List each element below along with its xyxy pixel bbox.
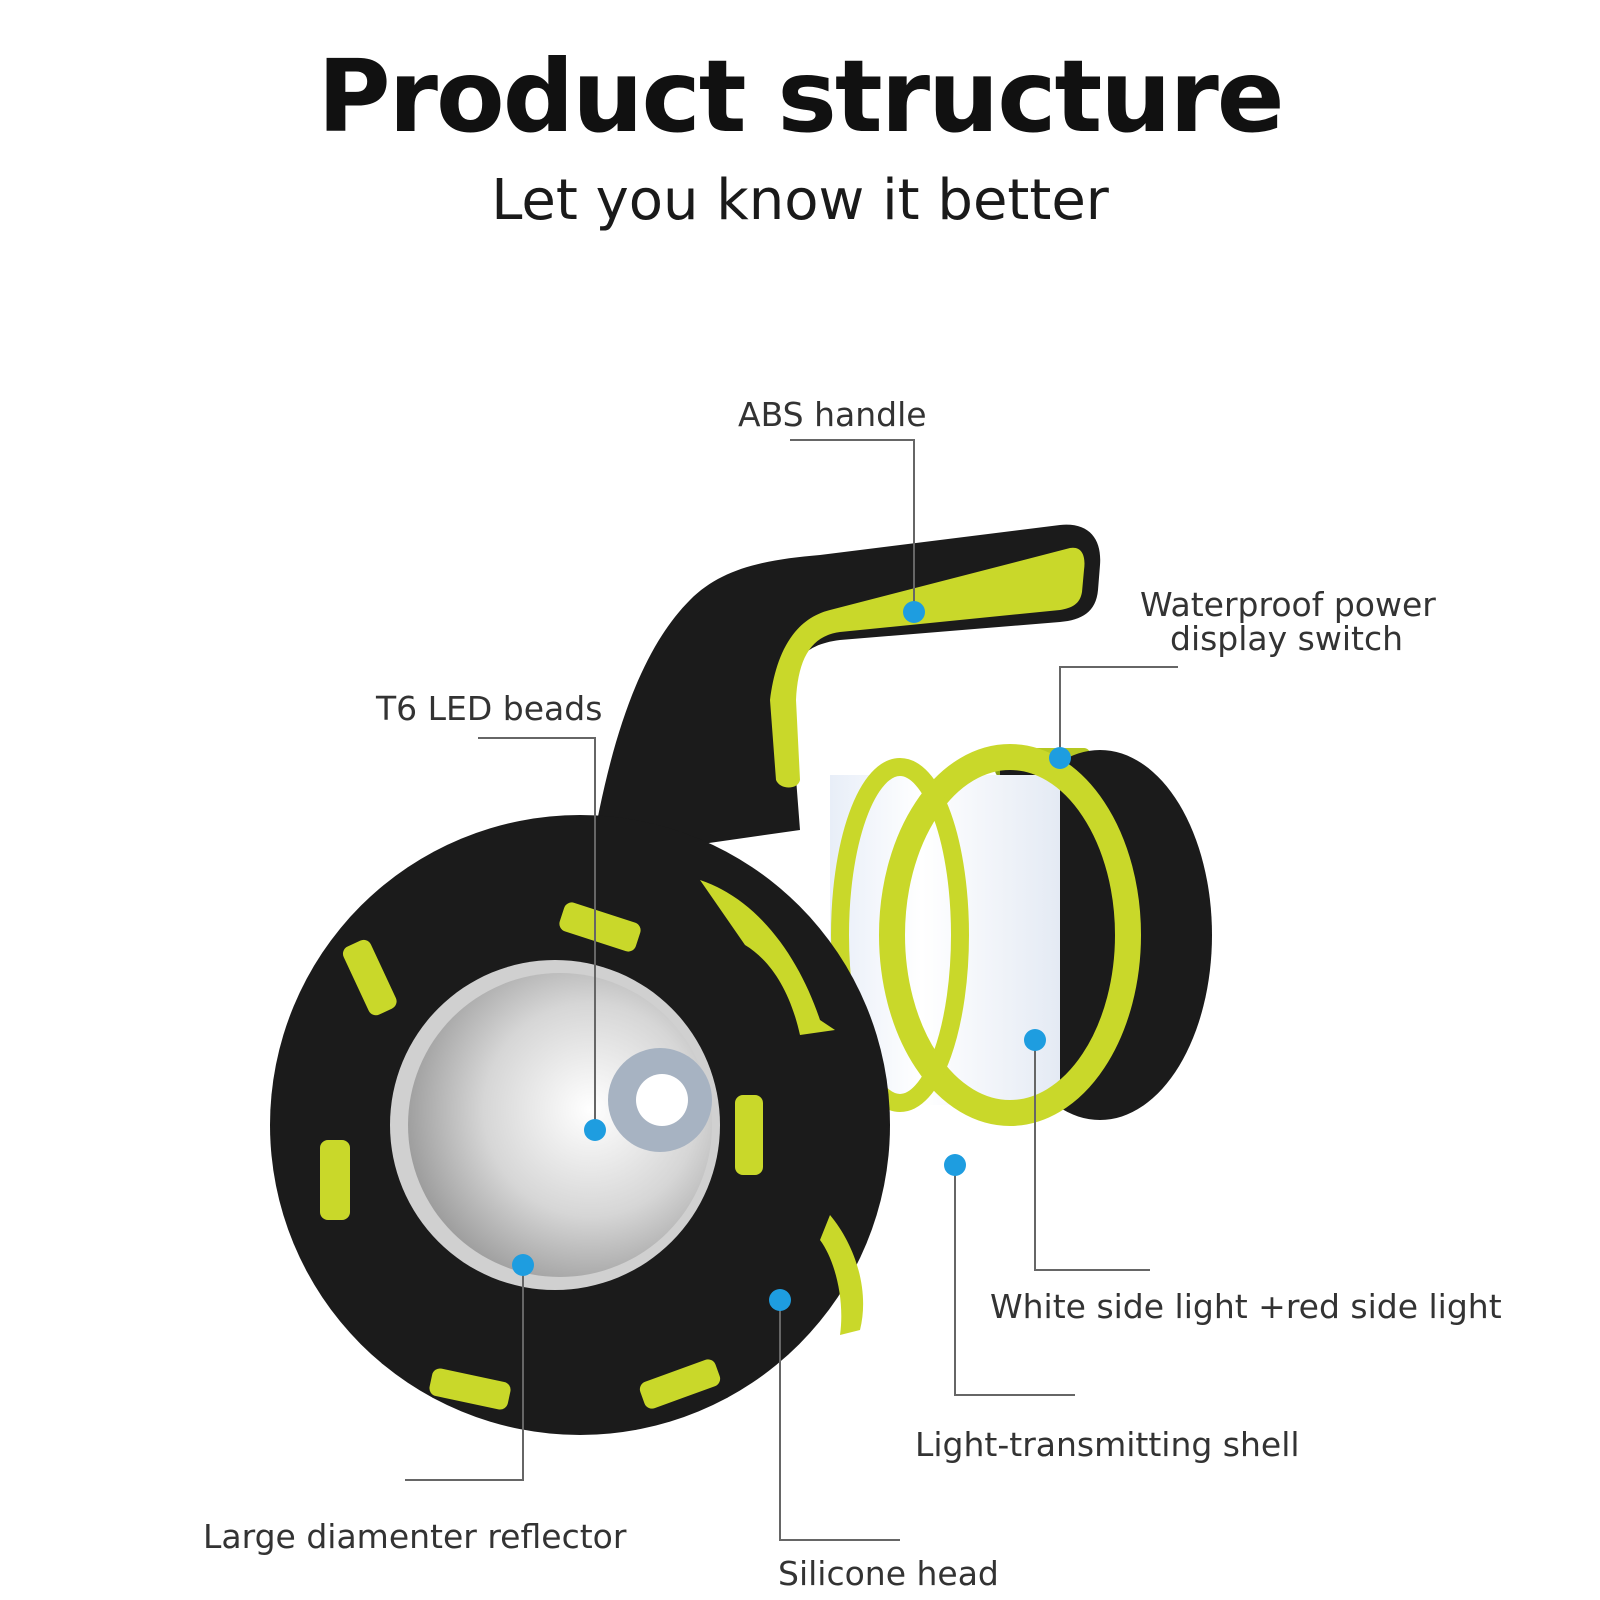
- label-silicone-head: Silicone head: [778, 1554, 999, 1593]
- label-power-switch-line2: display switch: [1170, 619, 1404, 658]
- callout-markers: [512, 601, 1071, 1311]
- label-t6-led-beads: T6 LED beads: [376, 689, 603, 728]
- label-light-transmitting-shell: Light-transmitting shell: [915, 1425, 1300, 1464]
- abs-handle: [590, 524, 1101, 860]
- lantern-tube: [830, 744, 1212, 1126]
- label-power-switch-line1: Waterproof power: [1140, 585, 1436, 624]
- page-title: Product structure: [317, 38, 1284, 155]
- label-side-light: White side light +red side light: [990, 1287, 1502, 1326]
- label-reflector: Large diamenter reflector: [203, 1517, 627, 1556]
- large-diameter-reflector: [390, 960, 720, 1290]
- t6-led-bead: [636, 1074, 688, 1126]
- page-subtitle: Let you know it better: [491, 168, 1109, 233]
- leader-lines: [405, 439, 1178, 1541]
- label-abs-handle: ABS handle: [738, 395, 927, 434]
